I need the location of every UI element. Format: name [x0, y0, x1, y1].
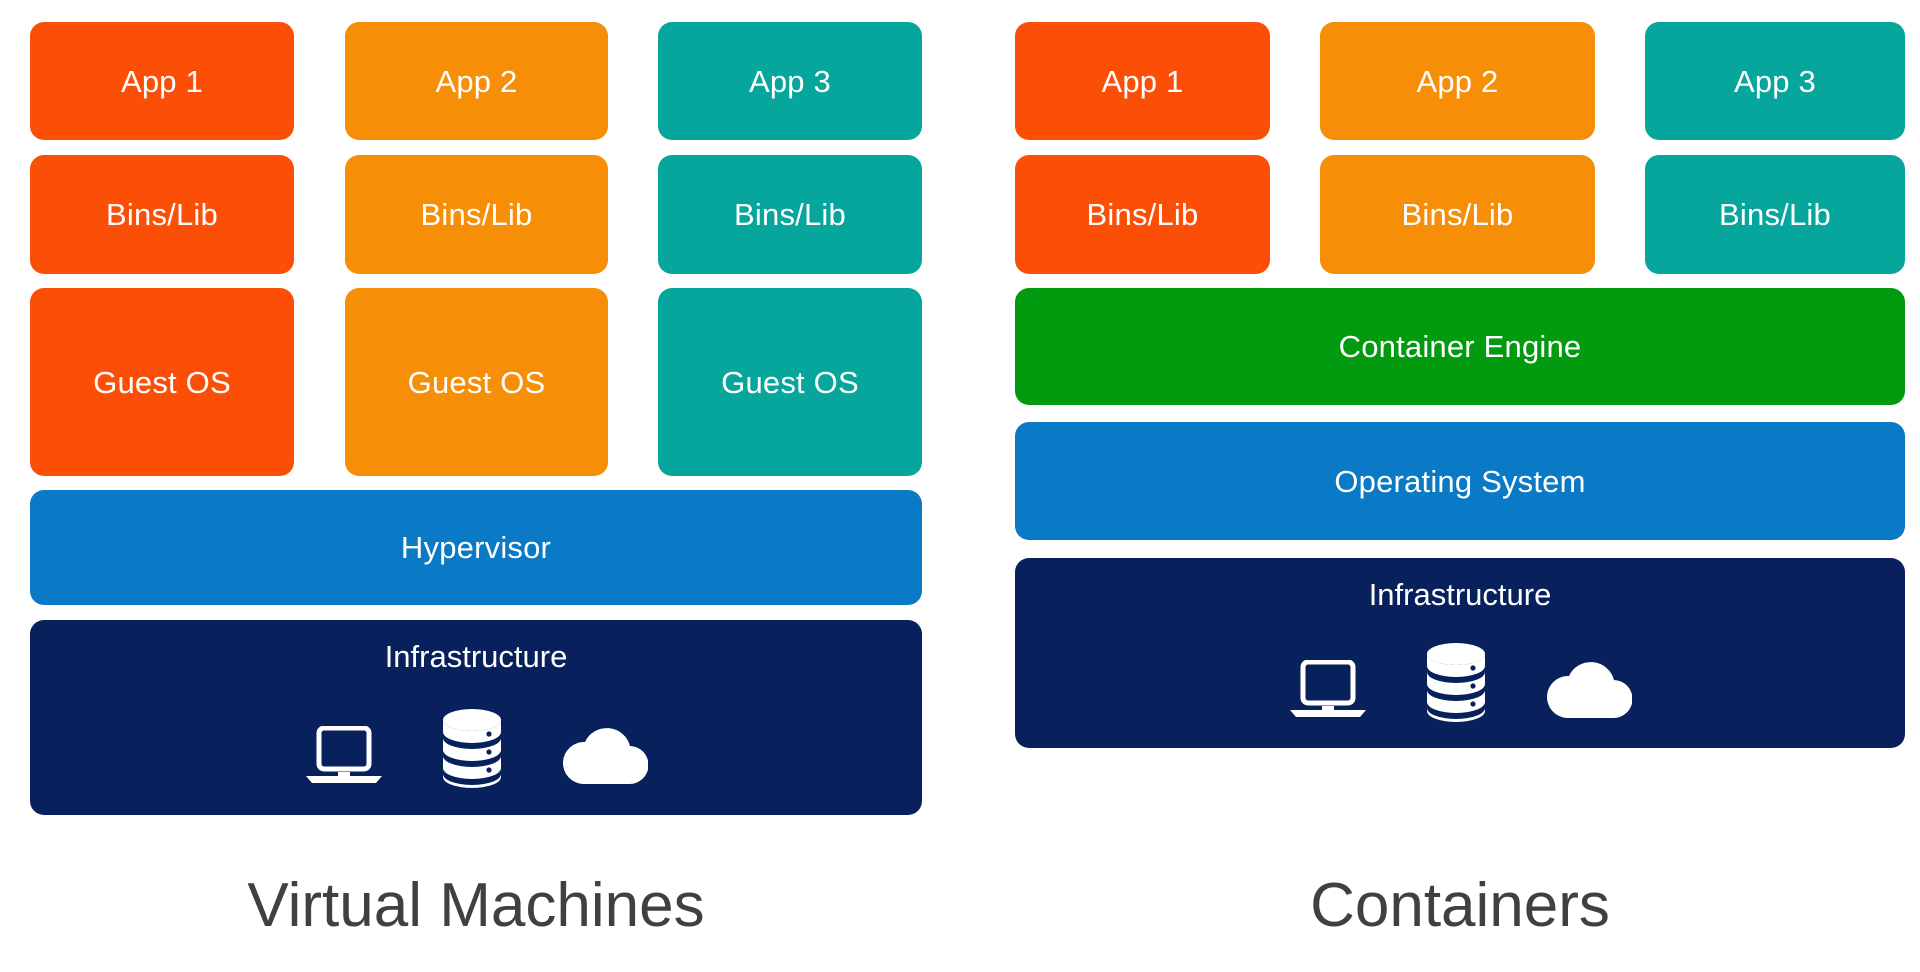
containers-caption: Containers	[1310, 871, 1610, 940]
ct-bins-lib-2-box: Bins/Lib	[1320, 155, 1595, 274]
ct-app-2-box: App 2	[1320, 22, 1595, 140]
vm-app-2-label: App 2	[435, 63, 518, 99]
laptop-icon	[1288, 660, 1368, 722]
ct-bins-lib-1-box: Bins/Lib	[1015, 155, 1270, 274]
vm-hypervisor-label: Hypervisor	[400, 530, 552, 565]
vm-app-2-box: App 2	[345, 22, 608, 140]
cloud-icon	[1544, 660, 1632, 722]
vm-guest-os-1-label: Guest OS	[93, 364, 231, 400]
ct-operating-system-label: Operating System	[1334, 463, 1586, 499]
vm-bins-lib-2-box: Bins/Lib	[345, 155, 608, 274]
vm-hypervisor-box: Hypervisor	[30, 490, 922, 605]
cloud-icon	[560, 726, 648, 788]
vm-app-3-box: App 3	[658, 22, 922, 140]
ct-app-3-box: App 3	[1645, 22, 1905, 140]
database-icon	[441, 708, 503, 788]
vm-bins-lib-3-label: Bins/Lib	[734, 197, 846, 232]
database-icon	[1425, 642, 1487, 722]
ct-app-1-label: App 1	[1101, 63, 1184, 99]
virtual-machines-caption: Virtual Machines	[247, 871, 705, 940]
vm-guest-os-1-box: Guest OS	[30, 288, 294, 476]
ct-infrastructure-icon-row	[1015, 642, 1905, 722]
ct-app-3-label: App 3	[1733, 63, 1816, 99]
vm-app-1-label: App 1	[120, 63, 203, 99]
vm-guest-os-2-label: Guest OS	[407, 364, 546, 400]
ct-app-1-box: App 1	[1015, 22, 1270, 140]
vm-guest-os-3-label: Guest OS	[721, 364, 859, 400]
vm-bins-lib-1-box: Bins/Lib	[30, 155, 294, 274]
ct-infrastructure-label: Infrastructure	[1368, 577, 1552, 612]
vm-guest-os-3-box: Guest OS	[658, 288, 922, 476]
vm-infrastructure-box: Infrastructure	[30, 620, 922, 815]
vm-bins-lib-2-label: Bins/Lib	[420, 197, 533, 232]
laptop-icon	[304, 726, 384, 788]
ct-infrastructure-box: Infrastructure	[1015, 558, 1905, 748]
ct-bins-lib-3-label: Bins/Lib	[1719, 197, 1831, 232]
vm-guest-os-2-box: Guest OS	[345, 288, 608, 476]
ct-bins-lib-2-label: Bins/Lib	[1401, 197, 1514, 232]
vm-infrastructure-label: Infrastructure	[384, 639, 568, 674]
ct-bins-lib-3-box: Bins/Lib	[1645, 155, 1905, 274]
ct-app-2-label: App 2	[1416, 63, 1499, 99]
ct-operating-system-box: Operating System	[1015, 422, 1905, 540]
vm-bins-lib-1-label: Bins/Lib	[106, 197, 218, 232]
vm-app-3-label: App 3	[748, 63, 831, 99]
ct-container-engine-box: Container Engine	[1015, 288, 1905, 405]
ct-container-engine-label: Container Engine	[1338, 329, 1582, 364]
ct-bins-lib-1-label: Bins/Lib	[1086, 197, 1199, 232]
vm-app-1-box: App 1	[30, 22, 294, 140]
vm-infrastructure-icon-row	[30, 708, 922, 788]
vm-bins-lib-3-box: Bins/Lib	[658, 155, 922, 274]
